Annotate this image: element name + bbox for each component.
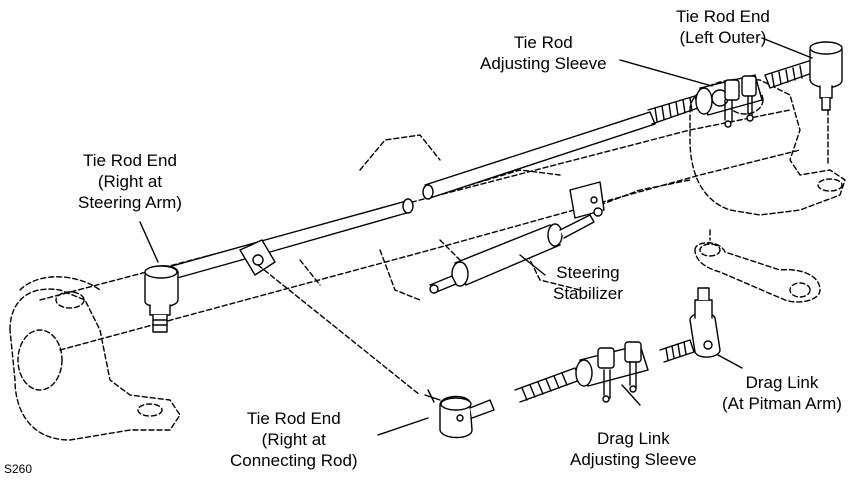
label-drag-link-adjusting-sleeve: Drag Link Adjusting Sleeve [570,428,697,470]
label-line: Adjusting Sleeve [570,450,697,469]
right-steering-knuckle [9,276,181,441]
drag-link-adjusting-sleeve-part [575,341,649,403]
label-line: (Left Outer) [679,28,767,47]
tie-rod-end-left-outer-part [764,41,843,111]
tie-rod-adjusting-sleeve-part [695,74,763,128]
leader-lines [139,37,813,436]
label-line: Stabilizer [553,284,623,303]
label-line: (Right at [97,172,163,191]
label-tie-rod-adjusting-sleeve: Tie Rod Adjusting Sleeve [480,32,607,74]
label-line: Drag Link [745,373,819,392]
label-tie-rod-end-right-connecting-rod: Tie Rod End (Right at Connecting Rod) [230,408,358,471]
label-line: Adjusting Sleeve [480,54,607,73]
label-line: Steering [556,263,620,282]
label-line: Connecting Rod) [230,451,358,470]
label-line: Drag Link [596,429,670,448]
tie-rod [164,111,656,281]
figure-id: S260 [4,462,33,476]
label-line: Tie Rod End [83,151,177,170]
label-line: (Right at [261,430,326,449]
steering-stabilizer-part [429,181,605,294]
label-line: Steering Arm) [78,193,182,212]
drag-link-pitman-end-part [659,287,721,363]
connecting-rod-path [257,264,421,396]
pitman-arm [694,229,821,303]
label-steering-stabilizer: Steering Stabilizer [553,262,623,304]
label-line: Tie Rod End [676,7,770,26]
label-tie-rod-end-left-outer: Tie Rod End (Left Outer) [676,6,770,48]
label-line: Tie Rod [513,33,573,52]
label-line: Tie Rod End [246,409,341,428]
tie-rod-end-right-connecting-rod-part [424,389,495,439]
label-line: (At Pitman Arm) [722,394,842,413]
tie-rod-end-right-steering-arm-part [144,265,179,333]
drag-link-thread [514,367,581,403]
label-drag-link-pitman: Drag Link (At Pitman Arm) [722,372,842,414]
label-tie-rod-end-right-steering-arm: Tie Rod End (Right at Steering Arm) [78,150,182,213]
